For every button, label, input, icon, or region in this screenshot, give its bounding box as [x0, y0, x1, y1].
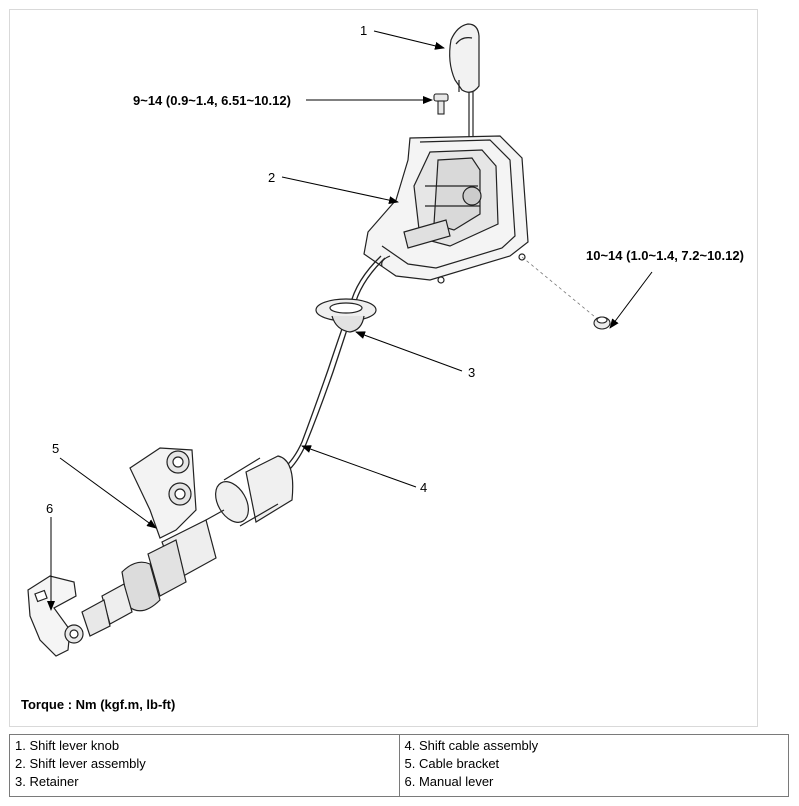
cable-end-assembly [81, 519, 217, 637]
bolt [433, 93, 449, 115]
flange-nut [593, 316, 611, 330]
legend-item: 3. Retainer [15, 774, 79, 789]
callout-3: 3 [468, 365, 476, 380]
torque-unit-note: Torque : Nm (kgf.m, lb-ft) [21, 697, 176, 712]
legend-item: 6. Manual lever [404, 774, 494, 789]
callout-1: 1 [360, 23, 368, 38]
callout-nut-torque: 10~14 (1.0~1.4, 7.2~10.12) [586, 248, 744, 263]
legend-item: 5. Cable bracket [404, 756, 500, 771]
callout-4: 4 [420, 480, 428, 495]
callout-5: 5 [52, 441, 60, 456]
legend-item: 1. Shift lever knob [15, 738, 120, 753]
exploded-diagram: 1 9~14 (0.9~1.4, 6.51~10.12) 2 10~14 (1.… [9, 9, 758, 727]
legend-item: 2. Shift lever assembly [15, 756, 146, 771]
shift-cable [281, 255, 382, 471]
cable-bracket [129, 447, 197, 539]
legend-row: 1. Shift lever knob 2. Shift lever assem… [9, 734, 789, 797]
manual-lever [27, 575, 84, 657]
retainer [315, 298, 377, 333]
legend-item: 4. Shift cable assembly [404, 738, 539, 753]
callout-leaders [47, 30, 653, 611]
callout-bolt-torque: 9~14 (0.9~1.4, 6.51~10.12) [133, 93, 291, 108]
shift-lever-assembly [363, 135, 529, 284]
shift-lever-knob [449, 23, 480, 93]
legend-left-column: 1. Shift lever knob 2. Shift lever assem… [9, 734, 400, 797]
cable-boot [215, 455, 294, 527]
parts-legend-table: 1. Shift lever knob 2. Shift lever assem… [9, 734, 789, 797]
legend-right-column: 4. Shift cable assembly 5. Cable bracket… [398, 734, 789, 797]
callout-6: 6 [46, 501, 54, 516]
diagram-drawing [27, 23, 653, 657]
callout-2: 2 [268, 170, 276, 185]
